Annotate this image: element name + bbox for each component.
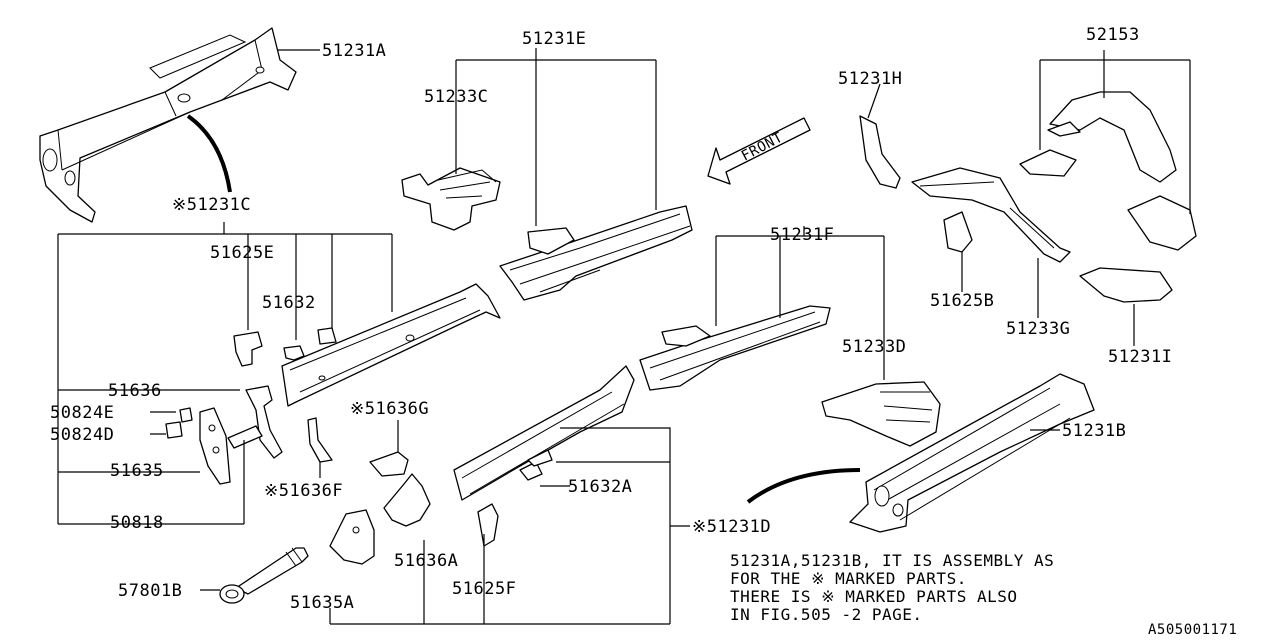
leader-50824 [150,411,176,435]
label-51231d: ※51231D [692,517,772,537]
label-51231e: 51231E [522,29,587,49]
label-50824e: 50824E [50,403,115,423]
front-direction-arrow [707,117,811,185]
part-51636 [245,385,283,459]
part-50824d [165,421,183,439]
part-51625b [943,211,973,253]
label-51231h: 51231H [838,69,903,89]
assembly-note: 51231A,51231B, IT IS ASSEMBLY AS FOR THE… [730,552,1054,624]
part-51231d-frame [453,365,635,501]
part-51636a [383,473,431,527]
part-51635a [329,509,375,565]
label-51635a: 51635A [290,593,355,613]
leader-51231e [455,48,657,226]
part-51635 [199,407,231,485]
label-51233d: 51233D [842,337,907,357]
part-51231i [1079,267,1173,303]
part-51632 [283,345,305,361]
part-52153 [1019,91,1197,251]
part-51231c-frame [281,283,501,407]
label-50818: 50818 [110,513,164,533]
part-51632-b [317,327,337,345]
part-51233d [821,381,941,447]
part-51625e [233,331,263,367]
label-51233c: 51233C [424,87,489,107]
bracket-51231c [57,222,393,525]
note-line-1: 51231A,51231B, IT IS ASSEMBLY AS [730,551,1055,570]
label-50824d: 50824D [50,425,115,445]
part-51231b [849,373,1095,533]
part-50824e [179,407,193,423]
bracket-52153 [1039,50,1191,214]
label-51625f: 51625F [452,579,517,599]
label-51231a: 51231A [322,41,387,61]
label-51636f: ※51636F [264,481,344,501]
label-51231i: 51231I [1108,347,1173,367]
label-51231b: 51231B [1062,421,1127,441]
label-51632a: 51632A [568,477,633,497]
label-51231f: 51231F [770,225,835,245]
label-51632: 51632 [262,293,316,313]
part-51231f [639,305,831,391]
label-57801b: 57801B [118,581,183,601]
assembly-arrow-upper [186,114,232,193]
part-57801b [219,547,309,604]
part-51636f [307,417,333,463]
part-51625f [477,503,499,547]
note-line-4: IN FIG.505 -2 PAGE. [730,605,923,624]
leader-51231h [867,83,881,119]
part-51233c [401,167,501,231]
label-51636: 51636 [108,381,162,401]
label-52153: 52153 [1086,25,1140,45]
leader-51231f [715,226,885,380]
part-51636g [369,451,409,477]
assembly-arrow-lower [746,468,861,504]
label-51231c: ※51231C [172,195,252,215]
label-51636a: 51636A [394,551,459,571]
label-51625e: 51625E [210,243,275,263]
label-51635: 51635 [110,461,164,481]
note-line-2: FOR THE ※ MARKED PARTS. [730,569,967,588]
part-51231h [859,115,1071,263]
bracket-51231d [329,427,690,625]
label-51625b: 51625B [930,291,995,311]
part-51231a [39,27,297,223]
note-line-3: THERE IS ※ MARKED PARTS ALSO [730,587,1018,606]
part-50818 [227,425,263,449]
part-51231e [499,205,693,301]
figure-code: A505001171 [1148,622,1238,638]
label-51233g: 51233G [1006,319,1071,339]
label-51636g: ※51636G [350,399,430,419]
